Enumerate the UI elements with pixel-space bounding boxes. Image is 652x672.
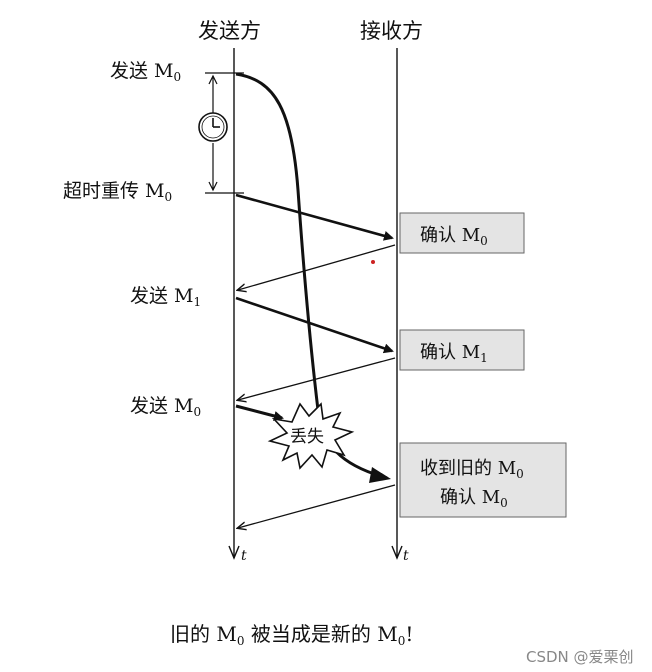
lost-label: 丢失 (290, 427, 324, 447)
caption: 旧的 M0 被当成是新的 M0! (170, 622, 413, 648)
resend-m0-arrow (235, 193, 394, 241)
sender-event-send-m0: 发送 M0 (110, 60, 181, 84)
receiver-time-arrow (391, 545, 403, 560)
timeout-timer (198, 72, 244, 194)
sender-time-label: t (241, 548, 247, 564)
send-m1-arrow (235, 296, 394, 354)
stray-dot (371, 260, 375, 264)
ack-m0-arrow (238, 244, 396, 290)
svg-text:确认 M0: 确认 M0 (440, 487, 508, 510)
receiver-time-label: t (403, 548, 409, 564)
sender-header: 发送方 (198, 19, 261, 43)
svg-text:收到旧的 M0: 收到旧的 M0 (420, 458, 524, 481)
receiver-box-old-m0: 收到旧的 M0 确认 M0 (399, 442, 567, 518)
svg-text:确认 M1: 确认 M1 (420, 342, 488, 365)
receiver-box-ack-m1: 确认 M1 (399, 329, 525, 371)
receiver-header: 接收方 (360, 19, 423, 43)
watermark: CSDN @爱栗创 (526, 648, 634, 666)
new-m0-lost-arrow (235, 404, 284, 421)
ack-old-m0-arrow (238, 484, 396, 528)
sender-event-send-m1: 发送 M1 (130, 285, 201, 309)
delayed-m0-arrowhead (369, 467, 391, 483)
receiver-box-ack-m0: 确认 M0 (399, 212, 525, 254)
lost-burst: 丢失 (267, 402, 355, 470)
clock-icon (198, 112, 228, 142)
svg-text:确认 M0: 确认 M0 (420, 225, 488, 248)
ack-m1-arrow (238, 357, 396, 400)
sender-event-send-m0-again: 发送 M0 (130, 395, 201, 419)
sender-event-timeout-resend-m0: 超时重传 M0 (63, 180, 172, 204)
sender-time-arrow (228, 545, 240, 560)
